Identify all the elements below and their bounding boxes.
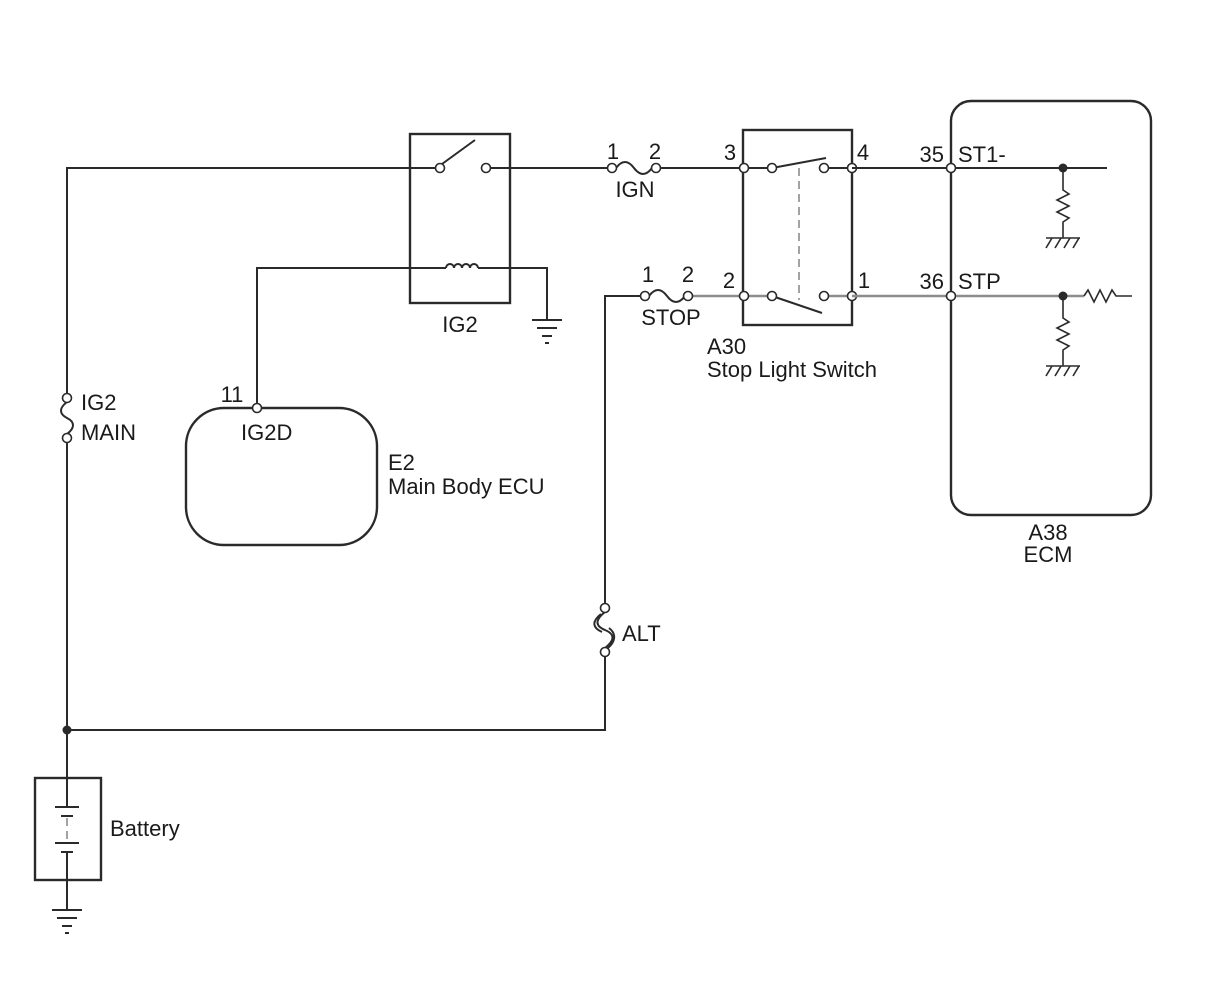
ecm-body	[949, 99, 1153, 517]
stop-fuse-label: STOP	[641, 305, 701, 330]
ign-fuse: 1 2 IGN	[606, 139, 662, 202]
ecm-terminal-36	[945, 290, 957, 302]
switch-pin-2: 2	[723, 268, 735, 293]
battery-label: Battery	[110, 816, 180, 841]
ig2-main-fuse-label-1: IG2	[81, 390, 116, 415]
wire-alt-to-stop-fuse	[604, 295, 645, 608]
switch-lower-blade	[771, 295, 823, 314]
alt-fuse-icon-outline	[593, 613, 616, 649]
stop-fuse-icon	[648, 289, 686, 303]
ign-fuse-pin-2: 2	[649, 139, 661, 164]
relay-coil-icon	[445, 263, 479, 269]
ecm-stp-resistor-icon	[1055, 296, 1071, 366]
ig2-main-fuse-icon	[60, 401, 74, 435]
switch-upper-contact-b	[818, 162, 830, 174]
ig2-main-fuse: IG2 MAIN	[60, 390, 136, 445]
alt-fuse-icon	[596, 611, 614, 649]
switch-code: A30	[707, 334, 746, 359]
ig2-relay-label: IG2	[442, 312, 477, 337]
switch-pin-1: 1	[858, 268, 870, 293]
switch-upper-contact-a	[766, 162, 778, 174]
ecm-pin-35: 35	[920, 142, 944, 167]
battery: Battery	[33, 776, 180, 934]
main-body-ecu-name: Main Body ECU	[388, 474, 545, 499]
ign-fuse-label: IGN	[615, 177, 654, 202]
ecm-name: ECM	[1024, 542, 1073, 567]
switch-upper-blade	[771, 157, 827, 169]
ecm-pin-stp: STP	[958, 269, 1001, 294]
switch-name: Stop Light Switch	[707, 357, 877, 382]
relay-ground-icon	[532, 319, 562, 344]
relay-contact-a	[434, 162, 446, 174]
main-body-ecu-body	[184, 406, 379, 547]
stop-fuse-pin-1: 1	[642, 262, 654, 287]
ecm-pin-st1: ST1-	[958, 142, 1006, 167]
ig2-main-fuse-terminal-top	[61, 392, 73, 404]
stop-light-switch-body	[741, 128, 854, 327]
alt-fuse-terminal-top	[599, 602, 611, 614]
junction-dot	[62, 725, 72, 735]
ecm-code: A38	[1028, 520, 1067, 545]
alt-fuse-terminal-bottom	[599, 646, 611, 658]
switch-terminal-2	[738, 290, 750, 302]
alt-fuse: ALT	[593, 602, 661, 658]
ecm-st1-ground-icon	[1045, 237, 1080, 249]
stop-light-switch: 3 4 2 1 A30 Stop Light Switch	[707, 128, 877, 382]
wire-ig2main-to-relay	[66, 167, 440, 398]
wire-junction-to-alt	[67, 652, 606, 731]
relay-coil-wire-right	[478, 267, 548, 320]
ecm-pin-36: 36	[920, 269, 944, 294]
ign-fuse-terminal-2	[650, 162, 662, 174]
ecm-terminal-35	[945, 162, 957, 174]
main-body-ecu-code: E2	[388, 450, 415, 475]
ign-fuse-icon	[615, 161, 653, 175]
alt-fuse-label: ALT	[622, 621, 661, 646]
stop-fuse: 1 2 STOP	[639, 262, 701, 330]
relay-switch-blade	[441, 139, 476, 165]
main-body-ecu: 11 IG2D E2 Main Body ECU	[184, 382, 545, 547]
battery-ground-icon	[52, 909, 82, 934]
switch-terminal-3	[738, 162, 750, 174]
ig2-main-fuse-label-2: MAIN	[81, 420, 136, 445]
ecm-st1-resistor-icon	[1055, 168, 1071, 238]
ig2-main-fuse-terminal-bottom	[61, 432, 73, 444]
ig2-relay-body	[408, 132, 512, 305]
switch-lower-contact-b	[818, 290, 830, 302]
ign-fuse-terminal-1	[606, 162, 618, 174]
relay-coil-wire-left	[256, 267, 446, 404]
ign-fuse-pin-1: 1	[607, 139, 619, 164]
ecm: 35 ST1- 36 STP A38 ECM	[920, 99, 1153, 567]
switch-pin-4: 4	[857, 140, 869, 165]
stop-fuse-terminal-2	[682, 290, 694, 302]
main-body-ecu-terminal-11	[251, 402, 263, 414]
stop-fuse-terminal-1	[639, 290, 651, 302]
relay-contact-b	[480, 162, 492, 174]
ecm-stp-ground-icon	[1045, 365, 1080, 377]
stop-fuse-pin-2: 2	[682, 262, 694, 287]
ig2-relay: IG2	[256, 132, 562, 404]
main-body-ecu-pin-ig2d: IG2D	[241, 420, 292, 445]
switch-lower-contact-a	[766, 290, 778, 302]
main-body-ecu-pin-11: 11	[221, 382, 244, 407]
ecm-stp-series-resistor-icon	[1083, 288, 1132, 304]
switch-pin-3: 3	[724, 140, 736, 165]
